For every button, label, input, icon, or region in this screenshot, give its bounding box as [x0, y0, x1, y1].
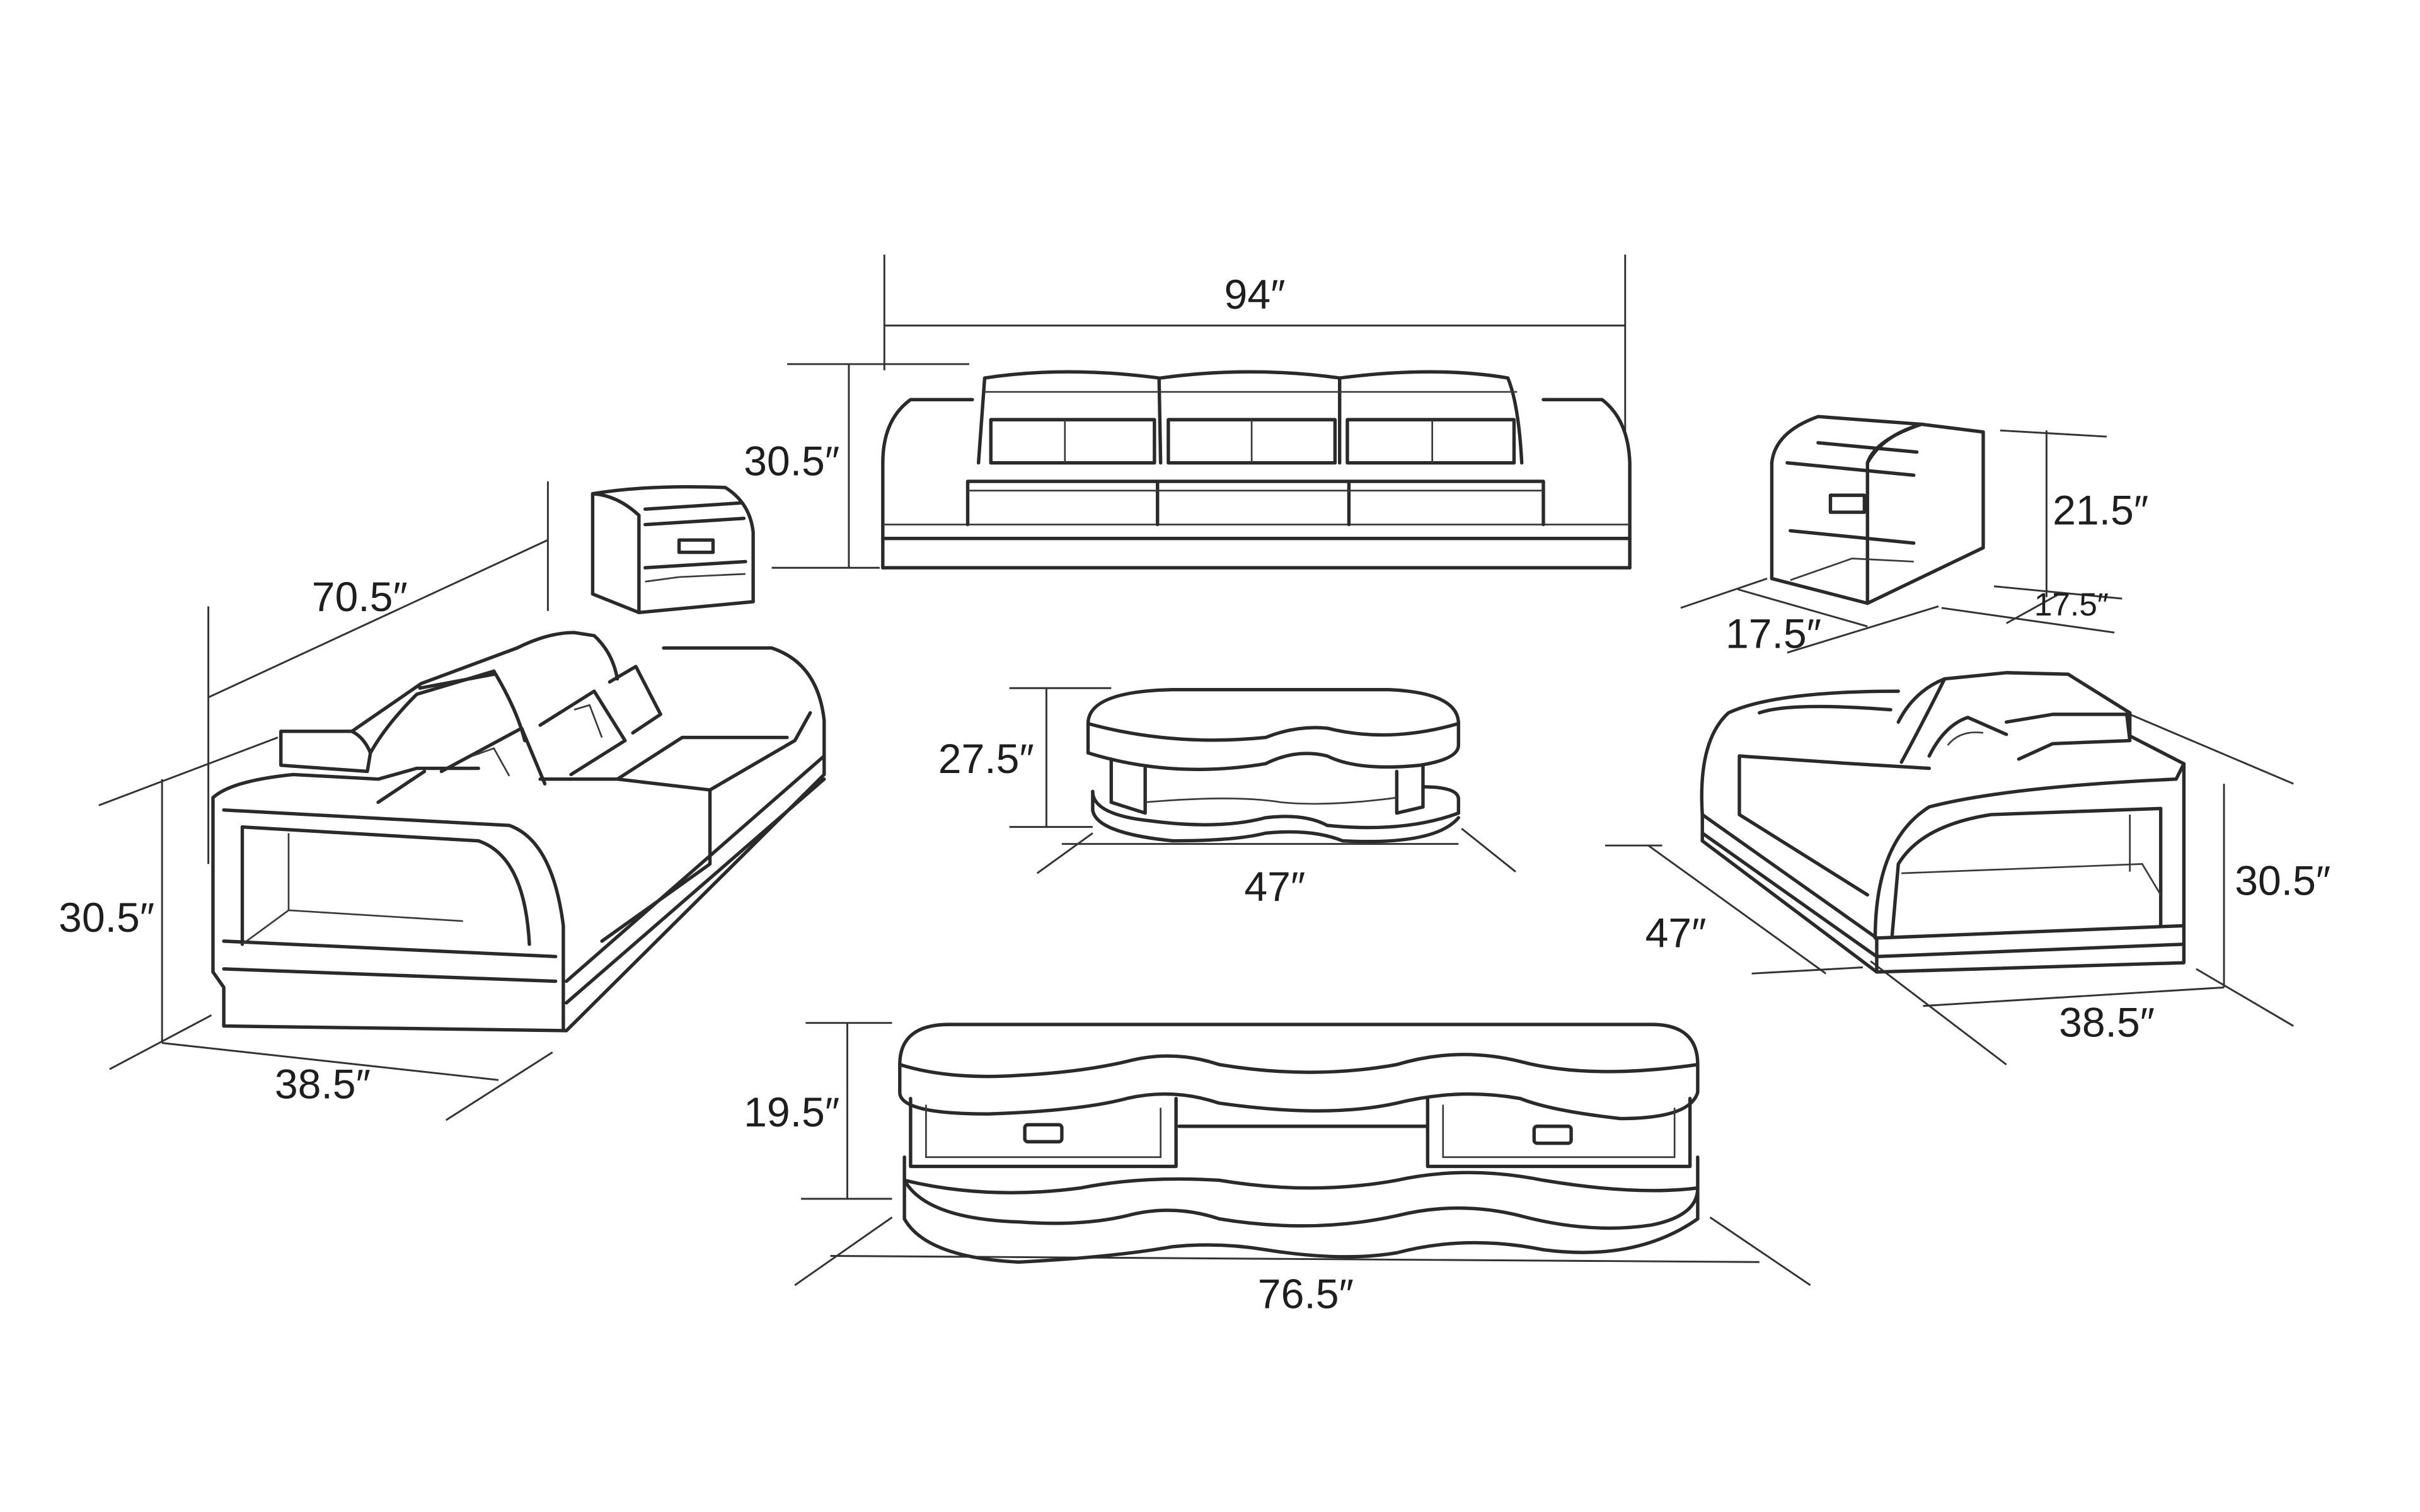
armchair: 47″ 30.5″ 38.5″ — [1605, 671, 2331, 1065]
loveseat-width-label: 70.5″ — [312, 574, 408, 621]
tv-stand-drawers — [909, 1096, 1692, 1169]
end-table-dimensions — [1680, 429, 2123, 654]
tv-stand: 19.5″ 76.5″ — [744, 1022, 1811, 1318]
tv-stand-height-label: 19.5″ — [744, 1089, 839, 1136]
loveseat-depth-label: 38.5″ — [275, 1062, 371, 1108]
loveseat-dimensions — [98, 481, 553, 1121]
sofa-height-label: 30.5″ — [744, 438, 839, 484]
sofa-height-dimension — [771, 363, 969, 569]
loveseat-height-label: 30.5″ — [59, 895, 154, 941]
end-table-left — [591, 484, 755, 614]
coffee-table-width-label: 47″ — [1244, 864, 1305, 910]
armchair-height-label: 30.5″ — [2235, 857, 2331, 904]
armchair-depth-label: 38.5″ — [2059, 1000, 2155, 1046]
end-table-width-label: 17.5″ — [1726, 611, 1821, 658]
tv-stand-dimensions — [794, 1022, 1811, 1286]
coffee-table-dimensions — [1009, 687, 1516, 874]
armchair-width-label: 47″ — [1645, 910, 1707, 957]
sofa-width-dimension — [883, 255, 1627, 432]
armchair-dimensions — [1605, 713, 2294, 1065]
tv-stand-width-label: 76.5″ — [1258, 1271, 1354, 1318]
coffee-table-height-label: 27.5″ — [938, 736, 1034, 782]
sofa-width-label: 94″ — [1224, 272, 1286, 318]
end-table-height-label: 21.5″ — [2053, 488, 2148, 534]
coffee-table: 27.5″ 47″ — [938, 687, 1516, 910]
sofa-pillows — [989, 418, 1516, 465]
end-table-depth-label: 17.5″ — [2034, 586, 2109, 622]
loveseat: 70.5″ 30.5″ 38.5″ — [59, 481, 826, 1121]
end-table-right: 21.5″ 17.5″ 17.5″ — [1680, 415, 2148, 658]
sofa-three-seat: 94″ 30.5″ — [744, 255, 1632, 570]
